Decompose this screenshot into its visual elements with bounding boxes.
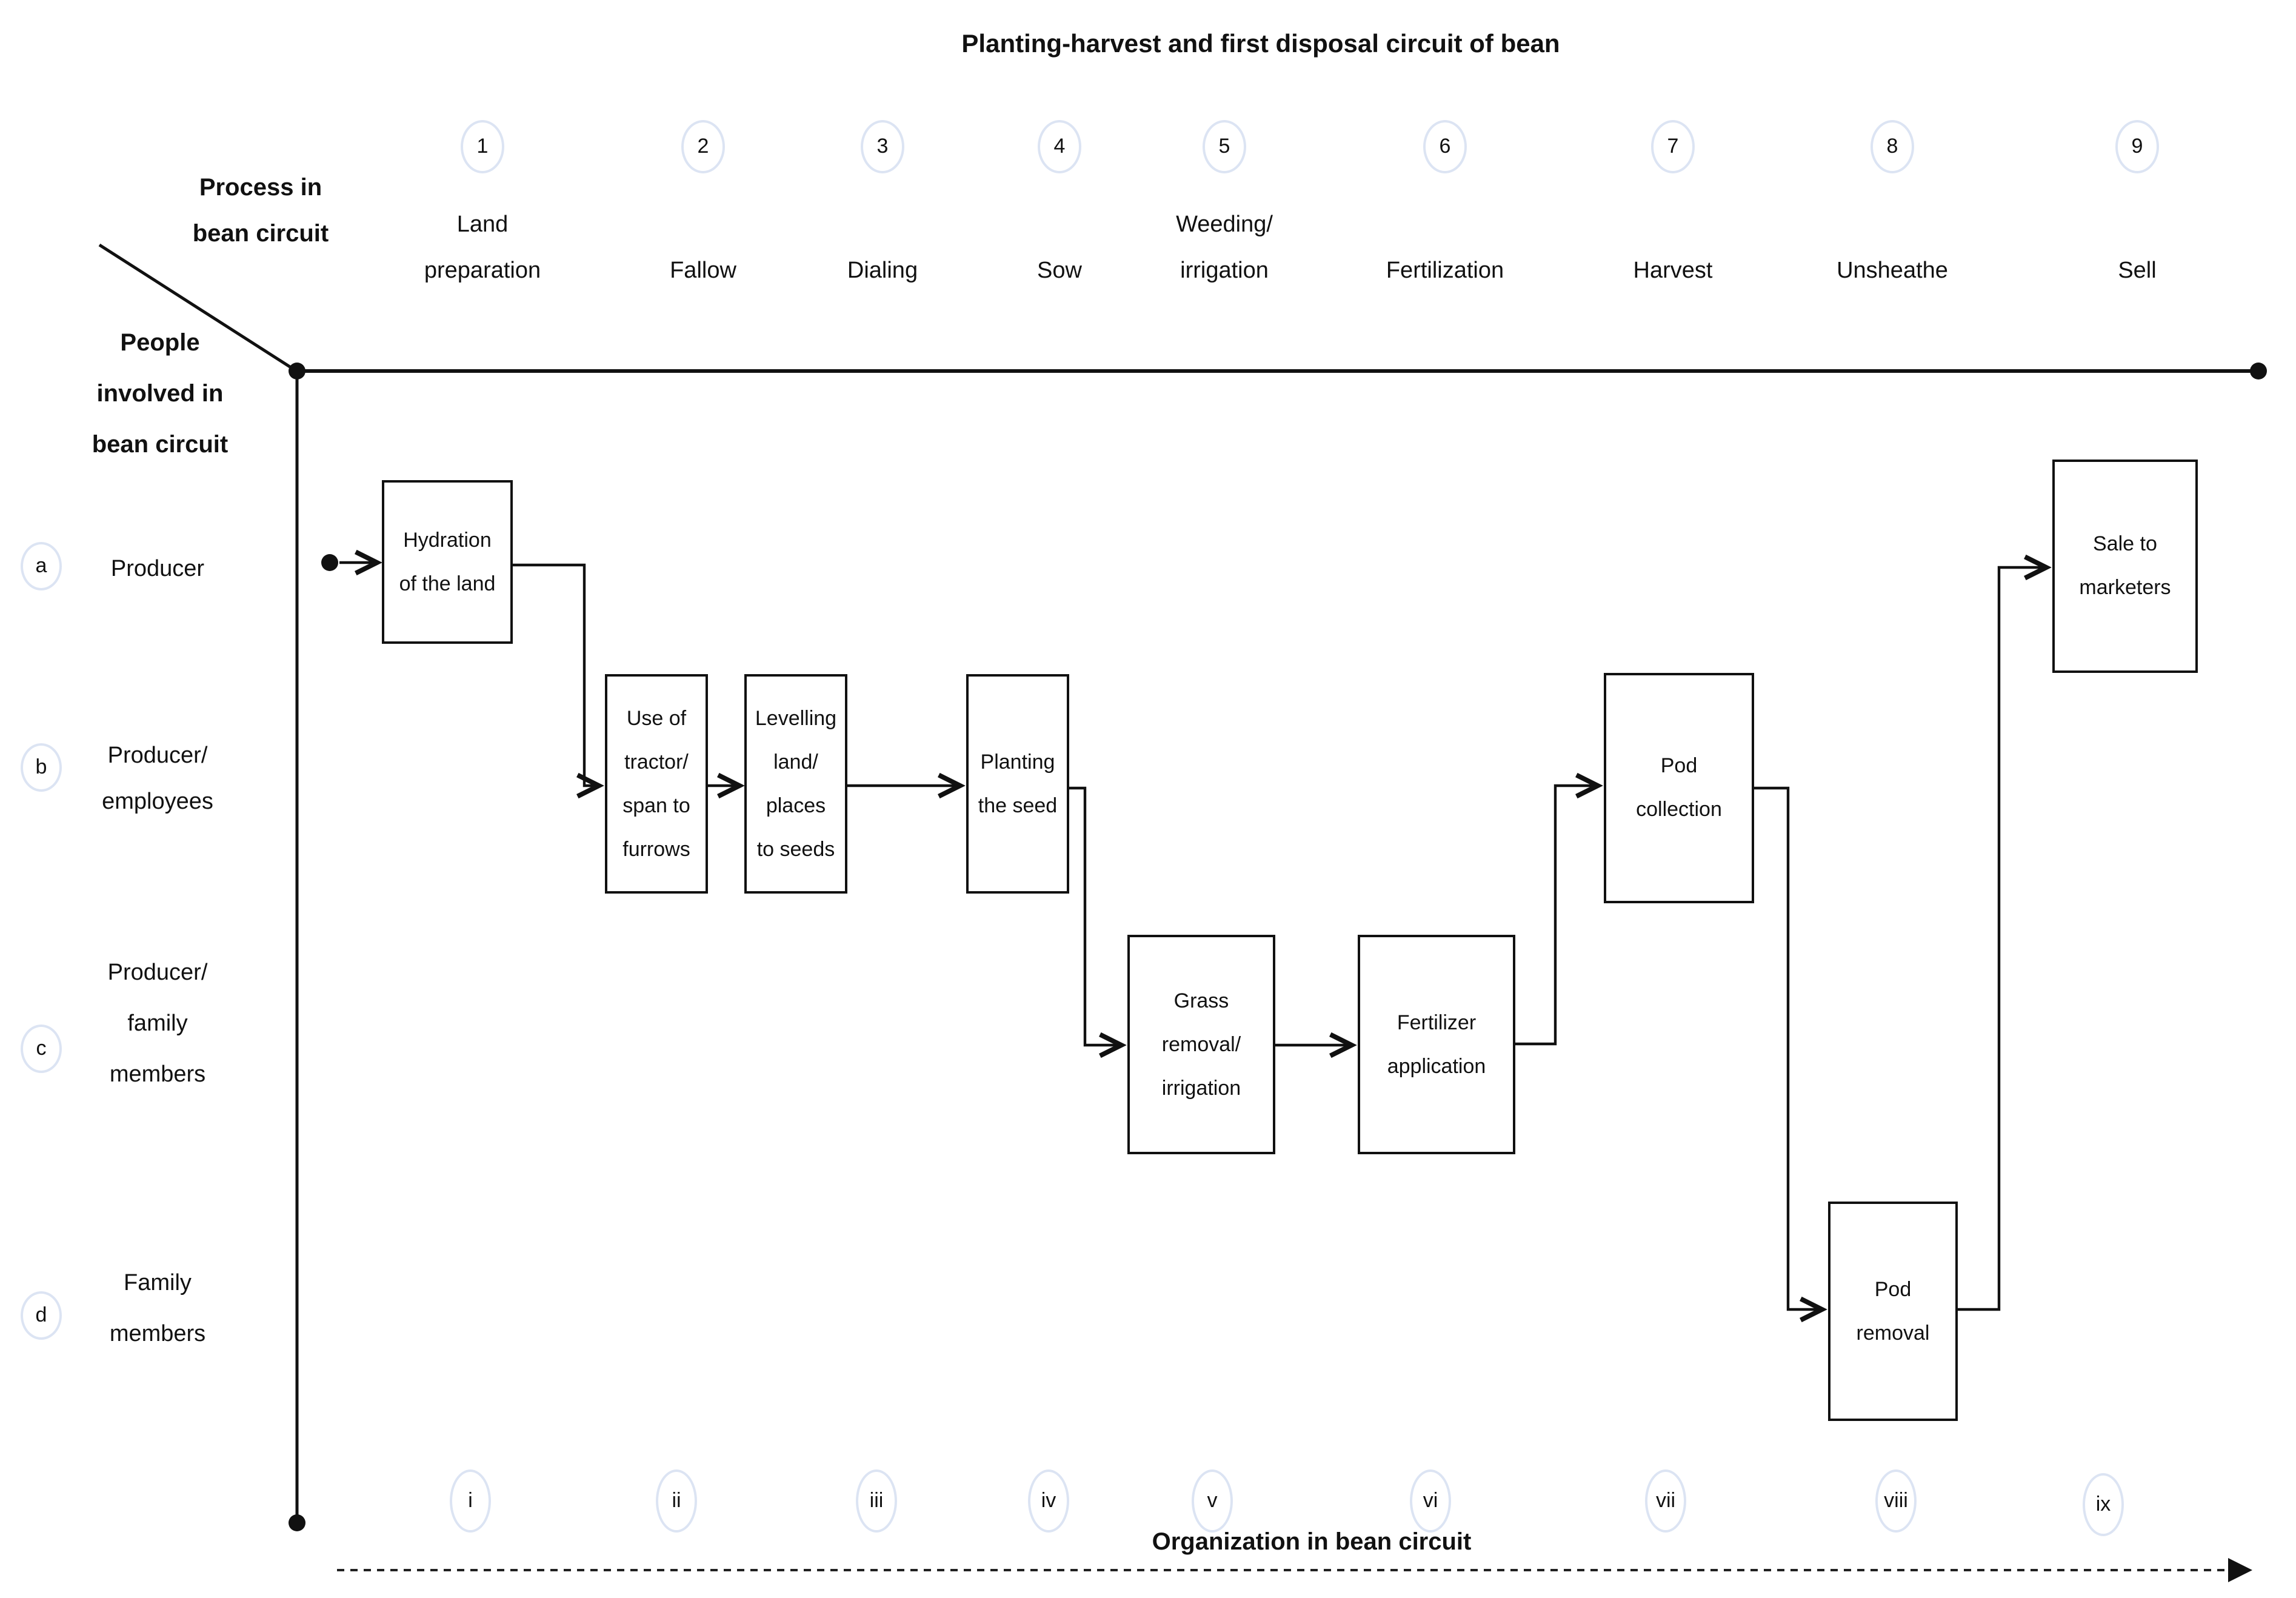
- flow-box-pod-collection: Pod collection: [1604, 673, 1754, 903]
- organization-step-circle-iv: iv: [1028, 1469, 1069, 1533]
- organization-step-circle-ix: ix: [2083, 1473, 2124, 1536]
- process-step-label-8: Unsheathe: [1837, 258, 1948, 284]
- people-row-label-a: Producer: [110, 557, 205, 582]
- flow-box-levelling: Levelling land/ places to seeds: [744, 674, 847, 894]
- process-step-circle-4: 4: [1038, 120, 1081, 173]
- process-step-label-6: Fertilization: [1386, 258, 1504, 284]
- organization-step-circle-viii: viii: [1875, 1469, 1917, 1533]
- process-step-label-1: Land preparation: [424, 212, 541, 284]
- organization-step-circle-v: v: [1192, 1469, 1233, 1533]
- process-step-circle-3: 3: [861, 120, 904, 173]
- flow-box-hydration: Hydration of the land: [382, 480, 513, 644]
- flow-box-sale: Sale to marketers: [2052, 460, 2198, 673]
- axis-corner-dot: [289, 363, 305, 379]
- organization-axis-label: Organization in bean circuit: [1152, 1529, 1472, 1556]
- people-row-label-d: Family members: [109, 1271, 206, 1347]
- connector-fertilizer-to-podcollection: [1515, 772, 1603, 1046]
- process-axis-label: Process in bean circuit: [192, 175, 329, 247]
- process-step-label-7: Harvest: [1633, 258, 1713, 284]
- flow-box-pod-removal: Pod removal: [1828, 1202, 1958, 1421]
- process-step-circle-5: 5: [1203, 120, 1246, 173]
- axis-bottom-dot: [289, 1514, 305, 1531]
- people-axis-label: People involved in bean circuit: [92, 330, 229, 458]
- process-step-circle-8: 8: [1871, 120, 1914, 173]
- process-step-circle-1: 1: [461, 120, 504, 173]
- organization-step-circle-vii: vii: [1645, 1469, 1686, 1533]
- organization-step-circle-iii: iii: [856, 1469, 897, 1533]
- flow-box-grass-removal: Grass removal/ irrigation: [1127, 935, 1275, 1154]
- page-title: Planting-harvest and first disposal circ…: [961, 30, 1560, 58]
- process-step-label-2: Fallow: [670, 258, 736, 284]
- process-step-label-5: Weeding/ irrigation: [1176, 212, 1273, 284]
- organization-step-circle-i: i: [450, 1469, 491, 1533]
- people-row-circle-d: d: [21, 1291, 62, 1340]
- process-step-label-4: Sow: [1037, 258, 1082, 284]
- flow-box-fertilizer: Fertilizer application: [1358, 935, 1515, 1154]
- process-step-circle-9: 9: [2115, 120, 2159, 173]
- process-step-circle-2: 2: [681, 120, 725, 173]
- connector-podremoval-to-sale: [1958, 554, 2052, 1311]
- connector-podcollection-to-podremoval: [1754, 786, 1827, 1323]
- people-row-circle-b: b: [21, 743, 62, 792]
- flow-box-planting: Planting the seed: [966, 674, 1069, 894]
- flow-box-tractor: Use of tractor/ span to furrows: [605, 674, 708, 894]
- organization-step-circle-vi: vi: [1410, 1469, 1451, 1533]
- connector-hydration-to-tractor: [513, 563, 604, 799]
- process-step-label-9: Sell: [2118, 258, 2157, 284]
- process-step-circle-7: 7: [1651, 120, 1695, 173]
- process-step-circle-6: 6: [1423, 120, 1467, 173]
- axis-diagonal: [98, 243, 296, 372]
- axis-right-dot: [2250, 363, 2267, 379]
- connector-planting-to-grass: [1069, 786, 1127, 1058]
- people-row-label-c: Producer/ family members: [107, 960, 208, 1088]
- people-row-circle-c: c: [21, 1025, 62, 1073]
- flow-start-dot: [321, 554, 338, 571]
- process-step-label-3: Dialing: [847, 258, 918, 284]
- people-row-circle-a: a: [21, 542, 62, 590]
- organization-step-circle-ii: ii: [656, 1469, 697, 1533]
- people-row-label-b: Producer/ employees: [102, 743, 213, 815]
